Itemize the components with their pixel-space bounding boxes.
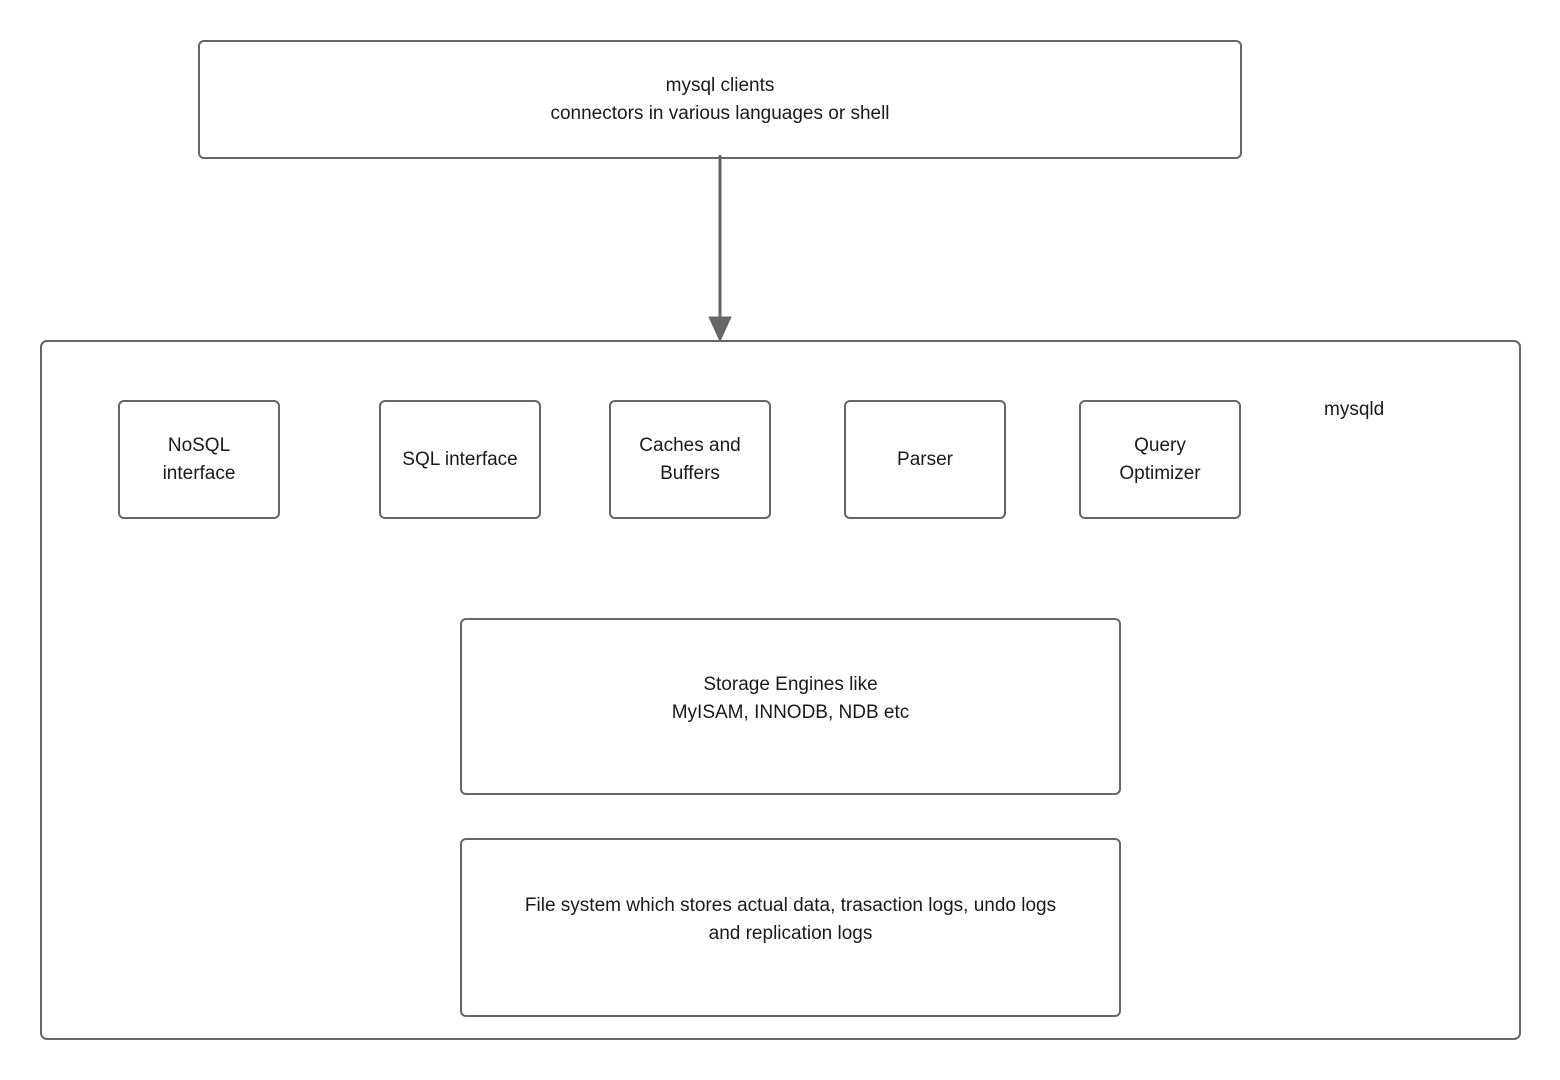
storage-engines-box[interactable]: Storage Engines like MyISAM, INNODB, NDB… xyxy=(460,618,1121,795)
sql-interface-box[interactable]: SQL interface xyxy=(379,400,541,519)
file-system-label: File system which stores actual data, tr… xyxy=(524,894,1057,944)
caches-and-buffers-label: Caches and Buffers xyxy=(639,434,741,484)
parser-box[interactable]: Parser xyxy=(844,400,1006,519)
sql-interface-label: SQL interface xyxy=(402,448,518,470)
mysql-clients-label: mysql clients connectors in various lang… xyxy=(550,74,890,124)
query-optimizer-label: Query Optimizer xyxy=(1119,434,1201,484)
parser-label: Parser xyxy=(897,448,953,470)
arrow-down-icon xyxy=(708,155,732,343)
query-optimizer-box[interactable]: Query Optimizer xyxy=(1079,400,1241,519)
caches-and-buffers-box[interactable]: Caches and Buffers xyxy=(609,400,771,519)
file-system-box[interactable]: File system which stores actual data, tr… xyxy=(460,838,1121,1017)
storage-engines-label: Storage Engines like MyISAM, INNODB, NDB… xyxy=(671,673,910,723)
nosql-interface-label: NoSQL interface xyxy=(162,434,236,484)
nosql-interface-box[interactable]: NoSQL interface xyxy=(118,400,280,519)
mysql-clients-box[interactable]: mysql clients connectors in various lang… xyxy=(198,40,1242,159)
mysqld-label: mysqld xyxy=(1324,399,1385,420)
